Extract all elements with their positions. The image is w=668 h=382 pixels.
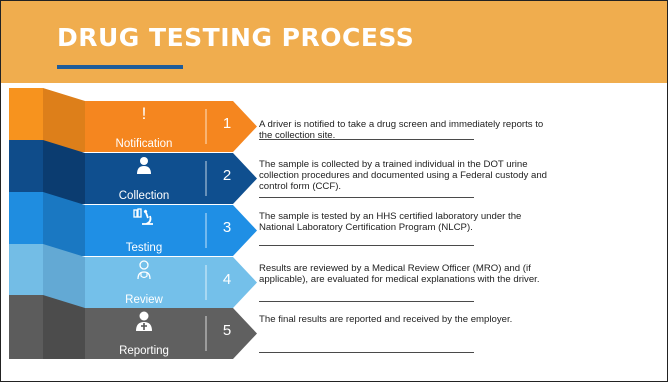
step-number: 5 [222, 322, 232, 339]
step-review: Review 4 Results are reviewed by a Medic… [1, 257, 667, 308]
step-description: Results are reviewed by a Medical Review… [259, 263, 540, 285]
step-side-panel-notification [43, 88, 85, 152]
step-number: 3 [222, 219, 232, 236]
step-band-notification [85, 101, 257, 152]
microscope-icon [85, 208, 203, 231]
step-description: The sample is collected by a trained ind… [259, 159, 547, 192]
step-side-panel-collection [43, 140, 85, 204]
step-label: Collection [118, 190, 170, 202]
step-band-testing [85, 205, 257, 256]
divider [259, 139, 474, 140]
step-description: The final results are reported and recei… [259, 314, 513, 325]
exclamation-icon: ! [141, 104, 147, 123]
step-description: A driver is notified to take a drug scre… [259, 119, 544, 141]
step-number: 1 [222, 115, 232, 132]
divider [259, 197, 474, 198]
step-testing: Testing 3 The sample is tested by an HHS… [1, 205, 667, 256]
step-number: 2 [222, 167, 232, 184]
divider [259, 352, 474, 353]
doctor-icon [85, 311, 203, 336]
step-label: Testing [125, 242, 163, 254]
step-side-panel-reporting [43, 295, 85, 359]
step-notification: ! Notification 1 A driver is notified to… [1, 101, 667, 152]
step-band-collection [85, 153, 257, 204]
step-band-reporting [85, 308, 257, 359]
step-label: Review [125, 294, 163, 306]
title-banner: DRUG TESTING PROCESS [1, 1, 667, 83]
title-underline [57, 65, 183, 69]
step-side-panel-testing [43, 192, 85, 256]
step-collection: Collection 2 The sample is collected by … [1, 153, 667, 204]
step-band-review [85, 257, 257, 308]
step-side-panel-review [43, 244, 85, 308]
step-label: Notification [115, 138, 173, 150]
divider [259, 245, 474, 246]
divider [259, 301, 474, 302]
step-number: 4 [222, 271, 232, 288]
slide-title: DRUG TESTING PROCESS [57, 23, 415, 52]
stethoscope-icon [85, 260, 203, 285]
step-description: The sample is tested by an HHS certified… [259, 211, 522, 233]
step-label: Reporting [119, 345, 169, 357]
step-reporting: Reporting 5 The final results are report… [1, 308, 667, 359]
person-icon [85, 156, 203, 179]
step-back-panel-reporting [9, 295, 43, 359]
